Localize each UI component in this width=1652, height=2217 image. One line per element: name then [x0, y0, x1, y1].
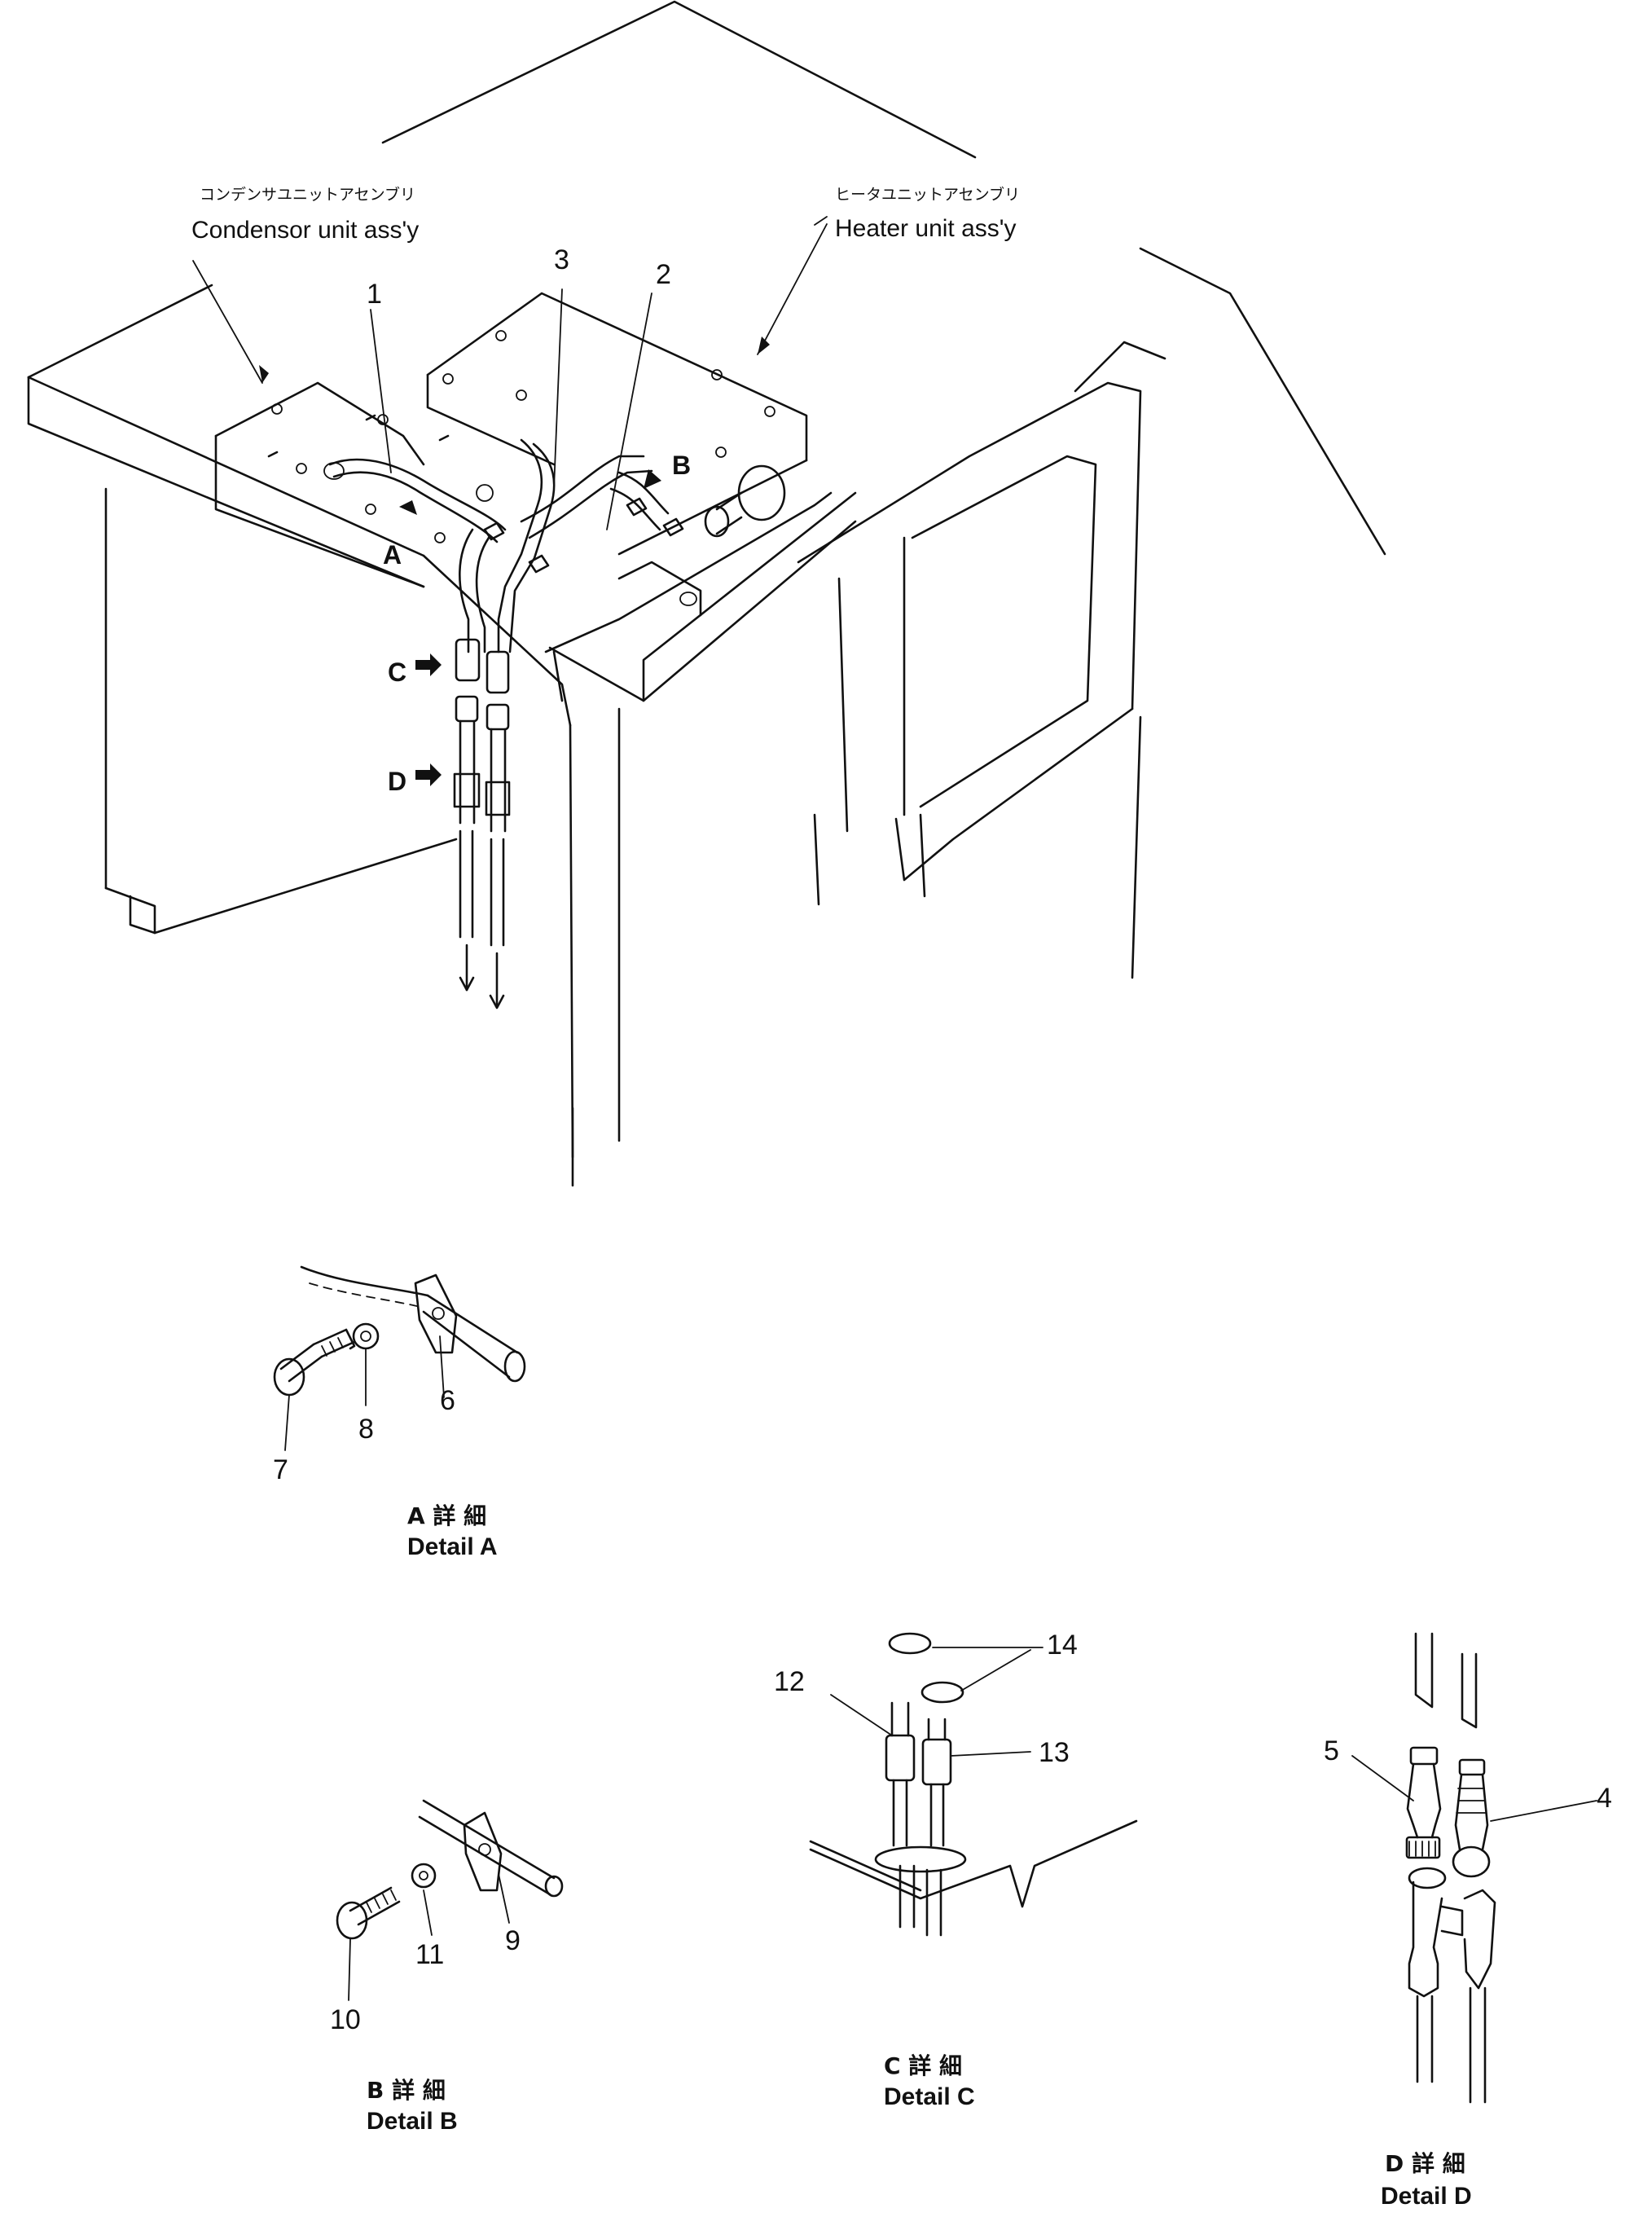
detail-d-drawing	[1351, 1632, 1597, 2104]
part-number-5: 5	[1324, 1735, 1339, 1766]
detail-a-drawing	[273, 1265, 526, 1451]
callout-a-label: A	[383, 540, 402, 570]
cab-outline	[27, 0, 1386, 1187]
detail-d-title-en: Detail D	[1381, 2183, 1472, 2210]
callout-c-arrow	[415, 653, 442, 676]
detail-b-title-jp: B 詳 細	[367, 2077, 446, 2104]
callout-d-arrow	[415, 763, 442, 786]
part-number-11: 11	[415, 1939, 444, 1970]
detail-c-drawing	[809, 1632, 1138, 1937]
heater-label-en: Heater unit ass'y	[835, 215, 1017, 242]
detail-a-title-jp: A 詳 細	[407, 1502, 486, 1529]
part-number-1: 1	[367, 279, 382, 310]
condenser-label-jp: コンデンサユニットアセンブリ	[200, 185, 415, 204]
part-number-14: 14	[1047, 1630, 1078, 1661]
heater-unit	[426, 292, 808, 617]
part-number-8: 8	[358, 1414, 374, 1445]
callout-d-label: D	[388, 767, 406, 796]
condenser-label-en: Condensor unit ass'y	[191, 217, 419, 244]
callout-arrows	[399, 469, 661, 786]
hose-assembly	[323, 438, 684, 1010]
detail-b-title-en: Detail B	[367, 2108, 458, 2135]
part-number-7: 7	[273, 1454, 288, 1485]
part-number-13: 13	[1039, 1737, 1070, 1768]
part-number-10: 10	[330, 2004, 361, 2035]
callout-c-label: C	[388, 658, 406, 687]
detail-b-drawing	[336, 1799, 564, 2001]
leader-lines	[192, 216, 828, 530]
detail-c-title-jp: C 詳 細	[884, 2052, 962, 2079]
callout-a-arrow	[399, 500, 417, 515]
detail-a-title-en: Detail A	[407, 1533, 498, 1560]
part-number-12: 12	[774, 1666, 805, 1697]
part-number-6: 6	[440, 1385, 455, 1416]
heater-label-jp: ヒータユニットアセンブリ	[835, 185, 1020, 204]
callout-b-arrow	[644, 469, 661, 489]
detail-d-title-jp: D 詳 細	[1385, 2150, 1465, 2177]
part-number-9: 9	[505, 1925, 521, 1956]
condenser-unit	[214, 381, 450, 588]
part-number-2: 2	[656, 259, 671, 290]
detail-c-title-en: Detail C	[884, 2083, 975, 2110]
part-number-4: 4	[1597, 1783, 1612, 1814]
callout-b-label: B	[672, 451, 691, 480]
part-number-3: 3	[554, 244, 569, 275]
